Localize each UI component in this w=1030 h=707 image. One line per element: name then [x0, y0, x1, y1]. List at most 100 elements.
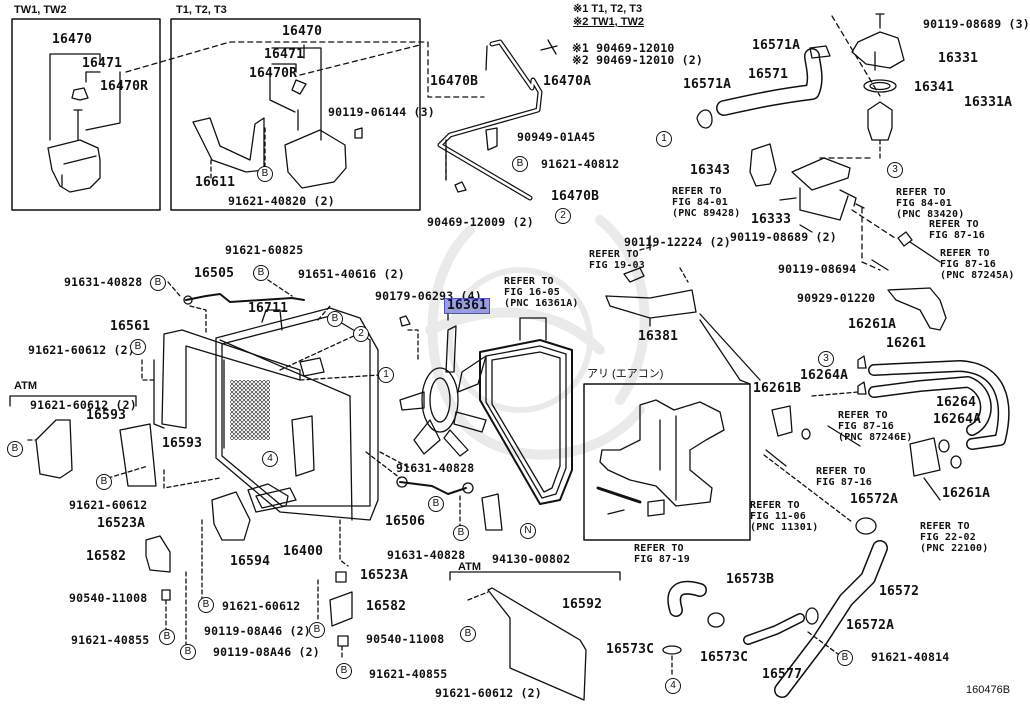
part-label-91631-40828[interactable]: 91631-40828: [396, 461, 475, 475]
part-label-16561[interactable]: 16561: [110, 319, 151, 334]
part-label-16572a[interactable]: 16572A: [850, 492, 899, 507]
part-label-16333[interactable]: 16333: [751, 212, 792, 227]
baffle-16593: [119, 423, 157, 487]
bolt-marker-b: B: [159, 629, 175, 645]
part-label-16505[interactable]: 16505: [194, 266, 235, 281]
part-label-91621-60612-2[interactable]: 91621-60612 (2): [435, 686, 542, 700]
part-label-16506[interactable]: 16506: [385, 514, 426, 529]
part-label-16261a[interactable]: 16261A: [942, 486, 991, 501]
part-label-16361-highlighted[interactable]: 16361: [443, 298, 491, 314]
part-label-16470[interactable]: 16470: [52, 32, 93, 47]
part-label-16582[interactable]: 16582: [366, 599, 407, 614]
part-label-16400[interactable]: 16400: [283, 544, 324, 559]
part-label-16341[interactable]: 16341: [914, 80, 955, 95]
part-label-16261b[interactable]: 16261B: [753, 381, 802, 396]
part-label-16573c[interactable]: 16573C: [606, 642, 655, 657]
part-label-94130-00802[interactable]: 94130-00802: [492, 552, 571, 566]
part-label-16593[interactable]: 16593: [86, 408, 127, 423]
part-label-90929-01220[interactable]: 90929-01220: [797, 291, 876, 305]
reference-fig-87-19[interactable]: REFER TO FIG 87-19: [634, 543, 690, 565]
part-label-90949-01a45[interactable]: 90949-01A45: [517, 130, 596, 144]
part-label-90119-06144[interactable]: 90119-06144 (3): [328, 105, 435, 119]
part-label-16711[interactable]: 16711: [248, 301, 289, 316]
reference-fig-84-01[interactable]: REFER TO FIG 84-01 (PNC 83420): [896, 187, 965, 220]
part-label-16471[interactable]: 16471: [264, 47, 305, 62]
part-label-16592[interactable]: 16592: [562, 597, 603, 612]
part-label-16571a[interactable]: 16571A: [683, 77, 732, 92]
part-label-91631-40828[interactable]: 91631-40828: [64, 275, 143, 289]
legend-note-1: ※1 T1, T2, T3: [573, 3, 643, 15]
part-label-91621-60825[interactable]: 91621-60825: [225, 243, 304, 257]
part-label-90119-08689-2[interactable]: 90119-08689 (2): [730, 230, 837, 244]
part-label-16523a[interactable]: 16523A: [360, 568, 409, 583]
part-label-91621-40855[interactable]: 91621-40855: [71, 633, 150, 647]
bolt-marker-b: B: [428, 496, 444, 512]
part-label-16470b[interactable]: 16470B: [430, 74, 479, 89]
part-label-16582[interactable]: 16582: [86, 549, 127, 564]
part-label-16331[interactable]: 16331: [938, 51, 979, 66]
part-label-16571a[interactable]: 16571A: [752, 38, 801, 53]
bolt-marker-b: B: [198, 597, 214, 613]
part-label-16264a[interactable]: 16264A: [933, 412, 982, 427]
reference-fig-87-16[interactable]: REFER TO FIG 87-16: [929, 219, 985, 241]
part-label-91651-40616[interactable]: 91651-40616 (2): [298, 267, 405, 281]
part-label-16573b[interactable]: 16573B: [726, 572, 775, 587]
part-label-16572[interactable]: 16572: [879, 584, 920, 599]
part-label-91621-40820[interactable]: 91621-40820 (2): [228, 194, 335, 208]
part-label-16343[interactable]: 16343: [690, 163, 731, 178]
part-label-16523a[interactable]: 16523A: [97, 516, 146, 531]
part-label-90119-08a46[interactable]: 90119-08A46 (2): [204, 624, 311, 638]
part-label-91621-60612[interactable]: 91621-60612: [222, 599, 301, 613]
part-label-90469-12010-2[interactable]: ※2 90469-12010 (2): [572, 53, 703, 67]
part-label-16470r[interactable]: 16470R: [100, 79, 149, 94]
callout-1: 1: [378, 367, 394, 383]
reference-fig-22-02[interactable]: REFER TO FIG 22-02 (PNC 22100): [920, 521, 989, 554]
part-label-90540-11008[interactable]: 90540-11008: [366, 632, 445, 646]
part-label-91621-60612-2[interactable]: 91621-60612 (2): [30, 398, 137, 412]
reference-fig-87-16[interactable]: REFER TO FIG 87-16 (PNC 87245A): [940, 248, 1015, 281]
callout-1: 1: [656, 131, 672, 147]
part-label-16470r[interactable]: 16470R: [249, 66, 298, 81]
part-label-16331a[interactable]: 16331A: [964, 95, 1013, 110]
part-label-16264[interactable]: 16264: [936, 395, 977, 410]
part-label-16381[interactable]: 16381: [638, 329, 679, 344]
thermostat-housing: [831, 13, 905, 161]
part-label-90119-12224[interactable]: 90119-12224 (2): [624, 235, 731, 249]
part-label-91621-40855[interactable]: 91621-40855: [369, 667, 448, 681]
part-label-91621-60612-2[interactable]: 91621-60612 (2): [28, 343, 135, 357]
part-label-16470[interactable]: 16470: [282, 24, 323, 39]
reference-fig-11-06[interactable]: REFER TO FIG 11-06 (PNC 11301): [750, 500, 819, 533]
part-label-16261[interactable]: 16261: [886, 336, 927, 351]
reference-fig-87-16[interactable]: REFER TO FIG 87-16: [816, 466, 872, 488]
part-label-90469-12009[interactable]: 90469-12009 (2): [427, 215, 534, 229]
part-label-91621-40812[interactable]: 91621-40812: [541, 157, 620, 171]
part-label-16261a[interactable]: 16261A: [848, 317, 897, 332]
part-label-16571[interactable]: 16571: [748, 67, 789, 82]
part-label-90119-08694[interactable]: 90119-08694: [778, 262, 857, 276]
part-label-16594[interactable]: 16594: [230, 554, 271, 569]
part-label-90469-12010[interactable]: ※1 90469-12010: [572, 41, 675, 55]
part-label-16470b[interactable]: 16470B: [551, 189, 600, 204]
part-label-16593[interactable]: 16593: [162, 436, 203, 451]
reference-fig-84-01[interactable]: REFER TO FIG 84-01 (PNC 89428): [672, 186, 741, 219]
reference-fig-16-05[interactable]: REFER TO FIG 16-05 (PNC 16361A): [504, 276, 579, 309]
variant-label-aircon: アリ (エアコン): [587, 368, 664, 380]
part-label-16264a[interactable]: 16264A: [800, 368, 849, 383]
part-label-16577[interactable]: 16577: [762, 667, 803, 682]
part-label-90119-08a46[interactable]: 90119-08A46 (2): [213, 645, 320, 659]
part-label-91621-40814[interactable]: 91621-40814: [871, 650, 950, 664]
reference-fig-87-16[interactable]: REFER TO FIG 87-16 (PNC 87246E): [838, 410, 913, 443]
lower-bracket-16582-mid: [329, 591, 353, 627]
part-label-90540-11008[interactable]: 90540-11008: [69, 591, 148, 605]
part-label-16470a[interactable]: 16470A: [543, 74, 592, 89]
part-label-91621-60612[interactable]: 91621-60612: [69, 498, 148, 512]
part-label-16572a[interactable]: 16572A: [846, 618, 895, 633]
alternator-bracket: [605, 235, 697, 327]
part-label-90119-08689-3[interactable]: 90119-08689 (3): [923, 17, 1030, 31]
part-label-91631-40828[interactable]: 91631-40828: [387, 548, 466, 562]
reference-fig-19-03[interactable]: REFER TO FIG 19-03: [589, 249, 645, 271]
part-label-16471[interactable]: 16471: [82, 56, 123, 71]
part-label-16611[interactable]: 16611: [195, 175, 236, 190]
watermark-logo: [425, 215, 650, 460]
part-label-16573c[interactable]: 16573C: [700, 650, 749, 665]
